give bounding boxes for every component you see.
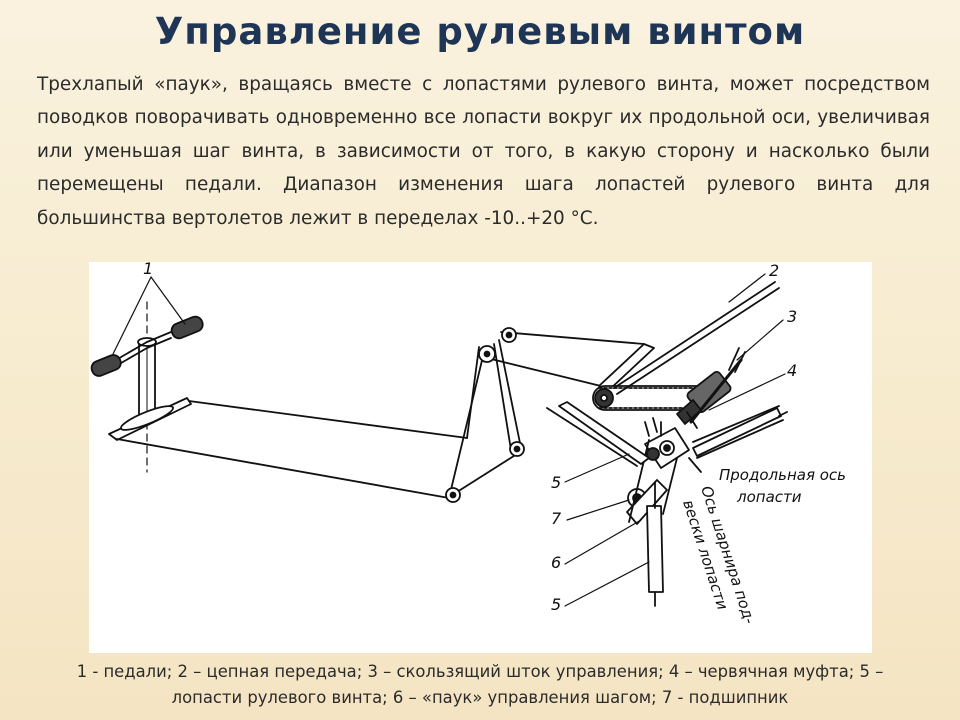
caption-line-2: лопасти рулевого винта; 6 – «паук» управ… (171, 688, 789, 707)
diagram-drawing: 1 2 3 4 5 7 6 5 Продольная ось лопасти О… (90, 262, 846, 626)
rotor-blades (546, 401, 788, 607)
label-7: 7 (551, 509, 562, 528)
label-6: 6 (551, 553, 561, 572)
label-5-lower: 5 (551, 595, 561, 614)
label-5-upper: 5 (551, 473, 561, 492)
tail-rotor-control-diagram: 1 2 3 4 5 7 6 5 Продольная ось лопасти О… (89, 262, 872, 653)
figure-caption: 1 - педали; 2 – цепная передача; 3 – ско… (0, 659, 960, 711)
leader-lines-1 (112, 276, 186, 355)
slide-title: Управление рулевым винтом (154, 10, 806, 53)
worm-coupling (676, 347, 746, 425)
pedals (90, 301, 204, 473)
caption-line-1: 1 - педали; 2 – цепная передача; 3 – ско… (76, 662, 884, 681)
control-cable (116, 327, 645, 503)
axis-label-line1: Продольная ось (719, 466, 846, 484)
label-2: 2 (769, 262, 779, 280)
axis-label-line2: лопасти (736, 488, 802, 506)
label-3: 3 (787, 307, 797, 326)
label-1: 1 (143, 262, 153, 278)
description-paragraph: Трехлапый «паук», вращаясь вместе с лопа… (37, 74, 930, 229)
leader-lines (564, 273, 786, 607)
label-4: 4 (787, 361, 797, 380)
chain-drive (592, 281, 780, 411)
rotor-hub (626, 411, 702, 525)
